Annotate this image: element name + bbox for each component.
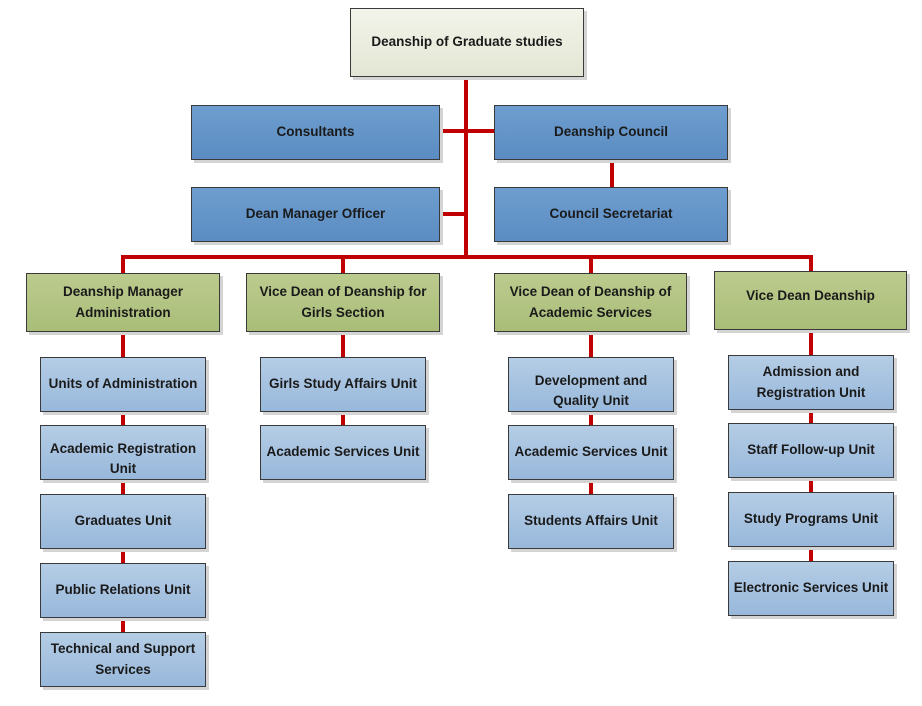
node-unit: Development and Quality Unit [508, 357, 674, 412]
node-unit: Academic Services Unit [260, 425, 426, 480]
node-deanship-council: Deanship Council [494, 105, 728, 160]
node-consultants: Consultants [191, 105, 440, 160]
node-root: Deanship of Graduate studies [350, 8, 584, 77]
connector-root-trunk [464, 77, 468, 258]
node-branch-head: Vice Dean of Deanship of Academic Servic… [494, 273, 687, 332]
node-branch-head: Vice Dean Deanship [714, 271, 907, 330]
node-unit: Staff Follow-up Unit [728, 423, 894, 478]
node-unit: Academic Registration Unit [40, 425, 206, 480]
node-branch-head: Deanship Manager Administration [26, 273, 220, 332]
connector-branch-4 [809, 255, 813, 271]
node-unit: Students Affairs Unit [508, 494, 674, 549]
node-unit: Graduates Unit [40, 494, 206, 549]
node-unit: Electronic Services Unit [728, 561, 894, 616]
connector-dean-manager-officer [440, 212, 466, 216]
connector-council-secretariat [610, 160, 614, 188]
node-dean-manager-officer: Dean Manager Officer [191, 187, 440, 242]
connector-units-3 [589, 332, 593, 494]
connector-branches-bus [121, 255, 813, 259]
node-unit: Technical and Support Services [40, 632, 206, 687]
connector-branch-1 [121, 255, 125, 273]
node-unit: Units of Administration [40, 357, 206, 412]
node-unit: Admission and Registration Unit [728, 355, 894, 410]
node-unit: Academic Services Unit [508, 425, 674, 480]
node-unit: Study Programs Unit [728, 492, 894, 547]
connector-consultants-council [440, 129, 494, 133]
connector-branch-2 [341, 255, 345, 273]
node-unit: Girls Study Affairs Unit [260, 357, 426, 412]
node-council-secretariat: Council Secretariat [494, 187, 728, 242]
connector-units-1 [121, 332, 125, 632]
node-unit: Public Relations Unit [40, 563, 206, 618]
connector-branch-3 [589, 255, 593, 273]
node-branch-head: Vice Dean of Deanship for Girls Section [246, 273, 440, 332]
